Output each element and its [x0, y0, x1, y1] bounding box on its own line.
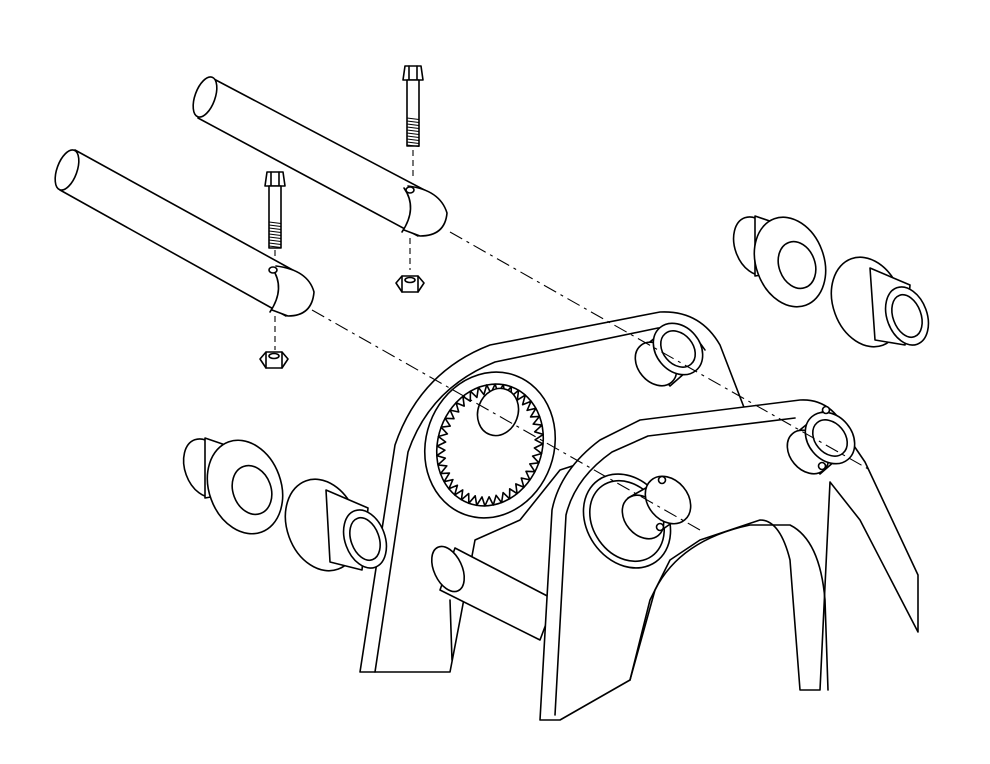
thread-line	[268, 239, 282, 243]
thread-line	[268, 233, 282, 237]
nut-upper	[395, 275, 425, 293]
thread-line	[406, 138, 420, 142]
bolt-upper	[402, 65, 424, 148]
thread-line	[268, 224, 282, 228]
thread-line	[406, 120, 420, 124]
nut-lower	[259, 351, 289, 369]
splined-gear-plate	[423, 371, 557, 519]
thread-line	[268, 245, 282, 249]
thread-line	[268, 230, 282, 234]
thread-line	[406, 129, 420, 133]
thread-line	[406, 126, 420, 130]
bushing-pair-left	[182, 437, 388, 572]
bushing-pair-right	[732, 215, 930, 348]
thread-line	[406, 135, 420, 139]
boss-upper-left	[634, 322, 704, 387]
pin-lower	[54, 149, 315, 317]
thread-line	[268, 227, 282, 231]
thread-line	[406, 123, 420, 127]
pin-upper	[192, 76, 448, 237]
thread-line	[268, 221, 282, 225]
cross-tube	[430, 545, 556, 641]
bolt-lower	[264, 171, 286, 249]
thread-line	[268, 242, 282, 246]
thread-line	[406, 144, 420, 148]
thread-line	[406, 132, 420, 136]
thread-line	[406, 141, 420, 145]
boss-upper-right	[786, 405, 856, 475]
thread-line	[268, 236, 282, 240]
alignment-center-lines	[274, 150, 871, 531]
thread-line	[406, 117, 420, 121]
boom-frame-front-plate	[539, 399, 919, 721]
